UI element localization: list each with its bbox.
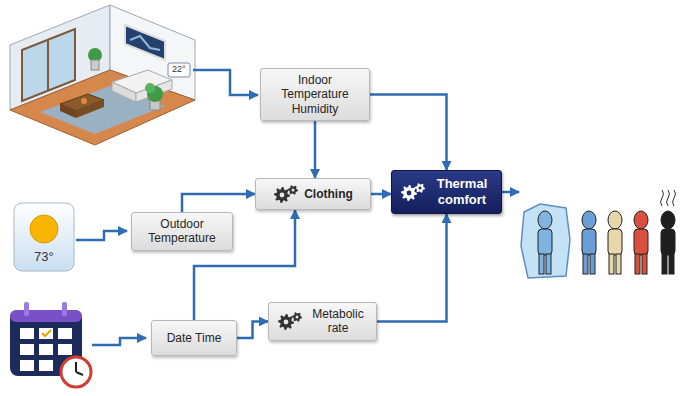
flow-arrow — [370, 95, 447, 170]
input-box: Outdoor Temperature — [131, 212, 233, 251]
node-label: Clothing — [304, 187, 353, 201]
output-box: Thermal comfort — [391, 170, 502, 214]
flow-arrow — [76, 231, 127, 240]
flow-arrow — [237, 321, 268, 338]
input-box: Date Time — [151, 320, 237, 356]
weather-icon — [14, 203, 74, 271]
flow-arrow — [92, 338, 146, 345]
node-label: Indoor Temperature Humidity — [269, 73, 361, 116]
calendar-icon — [10, 302, 91, 387]
node-label: Date Time — [167, 331, 222, 345]
temperature-reading: 73° — [34, 249, 54, 264]
flow-arrow — [502, 191, 519, 194]
thermostat-reading: 22° — [172, 64, 186, 74]
comfort-figures — [521, 190, 676, 278]
node-label: Outdoor Temperature — [140, 217, 224, 246]
node-label: Thermal comfort — [431, 176, 493, 207]
room-illustration — [10, 5, 195, 145]
flow-arrow — [182, 194, 255, 212]
gear-icon — [273, 183, 299, 205]
input-box: Indoor Temperature Humidity — [260, 68, 370, 121]
flow-arrow — [371, 193, 391, 196]
process-box: Clothing — [255, 178, 371, 210]
node-label: Metabolic rate — [308, 307, 368, 336]
flow-arrow — [314, 121, 317, 178]
gear-icon — [277, 310, 303, 332]
flow-arrow — [193, 70, 258, 95]
flow-arrow — [377, 214, 447, 321]
gear-icon — [400, 181, 426, 203]
process-box: Metabolic rate — [268, 302, 377, 341]
